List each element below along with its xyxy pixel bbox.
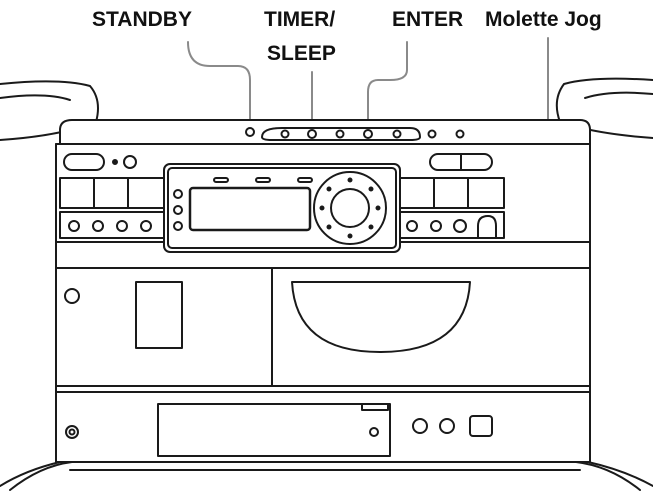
display-button-3[interactable] — [173, 221, 183, 231]
right-button-1[interactable] — [406, 220, 418, 232]
cd-lid — [291, 281, 471, 353]
bottom-deck — [55, 391, 591, 463]
cassette-eject-button[interactable] — [64, 288, 80, 304]
timer-sleep-button[interactable] — [307, 129, 317, 139]
left-button-2[interactable] — [92, 220, 104, 232]
indicator-3 — [297, 177, 313, 183]
jog-dial[interactable] — [313, 171, 387, 245]
top-button-1[interactable] — [280, 129, 290, 139]
enter-button[interactable] — [363, 129, 373, 139]
label-jog-dial: Molette Jog — [485, 8, 602, 31]
left-speaker — [0, 80, 99, 141]
bottom-square-button[interactable] — [469, 415, 493, 437]
bottom-button-2[interactable] — [439, 418, 455, 434]
top-buttons — [261, 127, 465, 141]
jog-dial-center[interactable] — [330, 188, 370, 228]
display-button-1[interactable] — [173, 189, 183, 199]
standby-button[interactable] — [245, 127, 255, 137]
bottom-button-1[interactable] — [412, 418, 428, 434]
top-button-6[interactable] — [427, 129, 437, 139]
bottom-tray[interactable] — [157, 403, 391, 457]
indicator-dot — [112, 159, 118, 165]
label-sleep: SLEEP — [267, 42, 336, 65]
stand — [0, 461, 653, 491]
cassette-window — [135, 281, 183, 349]
lcd-screen — [188, 186, 312, 232]
top-deck — [59, 119, 591, 145]
label-timer: TIMER/ — [264, 8, 336, 31]
cd-compartment — [271, 267, 591, 387]
top-button-7[interactable] — [455, 129, 465, 139]
label-standby: STANDBY — [92, 8, 192, 31]
top-button-3[interactable] — [335, 129, 345, 139]
top-button-5[interactable] — [392, 129, 402, 139]
tray-tab[interactable] — [361, 403, 389, 411]
right-button-3[interactable] — [453, 219, 467, 233]
indicator-2 — [255, 177, 271, 183]
display-unit — [163, 163, 401, 253]
right-lever[interactable] — [477, 215, 497, 239]
left-button-4[interactable] — [140, 220, 152, 232]
left-button-3[interactable] — [116, 220, 128, 232]
right-speaker — [555, 77, 653, 139]
label-enter: ENTER — [392, 8, 464, 31]
tray-button[interactable] — [369, 427, 379, 437]
left-button-1[interactable] — [68, 220, 80, 232]
callout-standby — [187, 41, 251, 129]
callout-enter — [367, 41, 408, 129]
display-button-2[interactable] — [173, 205, 183, 215]
headphone-jack[interactable] — [65, 425, 79, 439]
indicator-1 — [213, 177, 229, 183]
left-pill-button[interactable] — [63, 153, 105, 171]
right-button-2[interactable] — [430, 220, 442, 232]
left-round-button[interactable] — [123, 155, 137, 169]
